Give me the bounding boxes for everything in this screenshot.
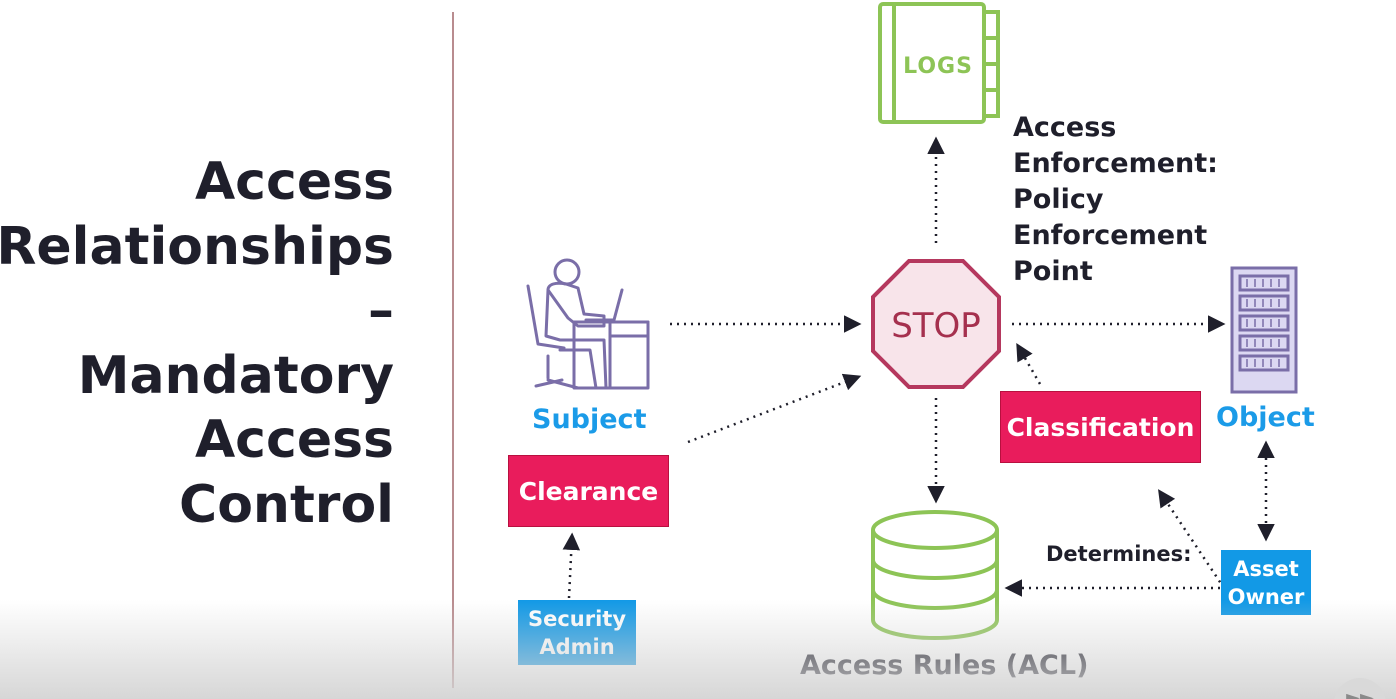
clearance-box: Clearance [508,455,669,527]
title-line: Relationships [0,216,394,277]
fast-forward-icon[interactable]: ►► [1334,678,1386,699]
enforcement-line: Point [1013,256,1093,287]
determines-label: Determines: [1046,542,1192,566]
arrows [562,136,1275,599]
server-rack-icon [1230,266,1298,394]
security-admin-box: Security Admin [518,600,636,665]
arrow-owner-to-classification [1158,489,1226,589]
classification-box: Classification [1000,391,1201,463]
access-rules-label: Access Rules (ACL) [800,650,1089,681]
person-at-desk-icon [526,258,650,390]
arrow-clearance-to-stop [687,373,862,444]
enforcement-line: Enforcement: [1013,148,1218,179]
subject-label: Subject [532,404,647,435]
arrow-admin-to-clearance [562,532,581,599]
security-admin-line: Admin [539,634,615,659]
title-line: Control [179,474,394,535]
logs-book-icon [878,2,1000,124]
arrow-classification-to-stop [1016,342,1042,385]
stop-label: STOP [891,306,981,346]
database-icon [871,510,999,640]
title-line: – [368,281,394,341]
enforcement-line: Policy [1013,184,1104,215]
enforcement-line: Access [1013,112,1117,143]
title-line: Mandatory [77,345,394,406]
security-admin-line: Security [527,606,627,631]
slide-title: Access Relationships – Mandatory Access … [0,150,394,537]
enforcement-line: Enforcement [1013,220,1208,251]
stop-sign-icon [871,259,1001,389]
enforcement-label: Access Enforcement: Policy Enforcement P… [1013,110,1218,290]
asset-owner-box: Asset Owner [1221,550,1311,615]
logs-label: LOGS [903,54,973,79]
title-line: Access [194,152,394,212]
title-line: Access [194,410,394,470]
asset-owner-line: Owner [1227,584,1305,609]
vertical-divider [452,12,454,688]
object-label: Object [1216,402,1315,433]
asset-owner-line: Asset [1233,556,1299,581]
server-rack-slots [1246,279,1280,367]
